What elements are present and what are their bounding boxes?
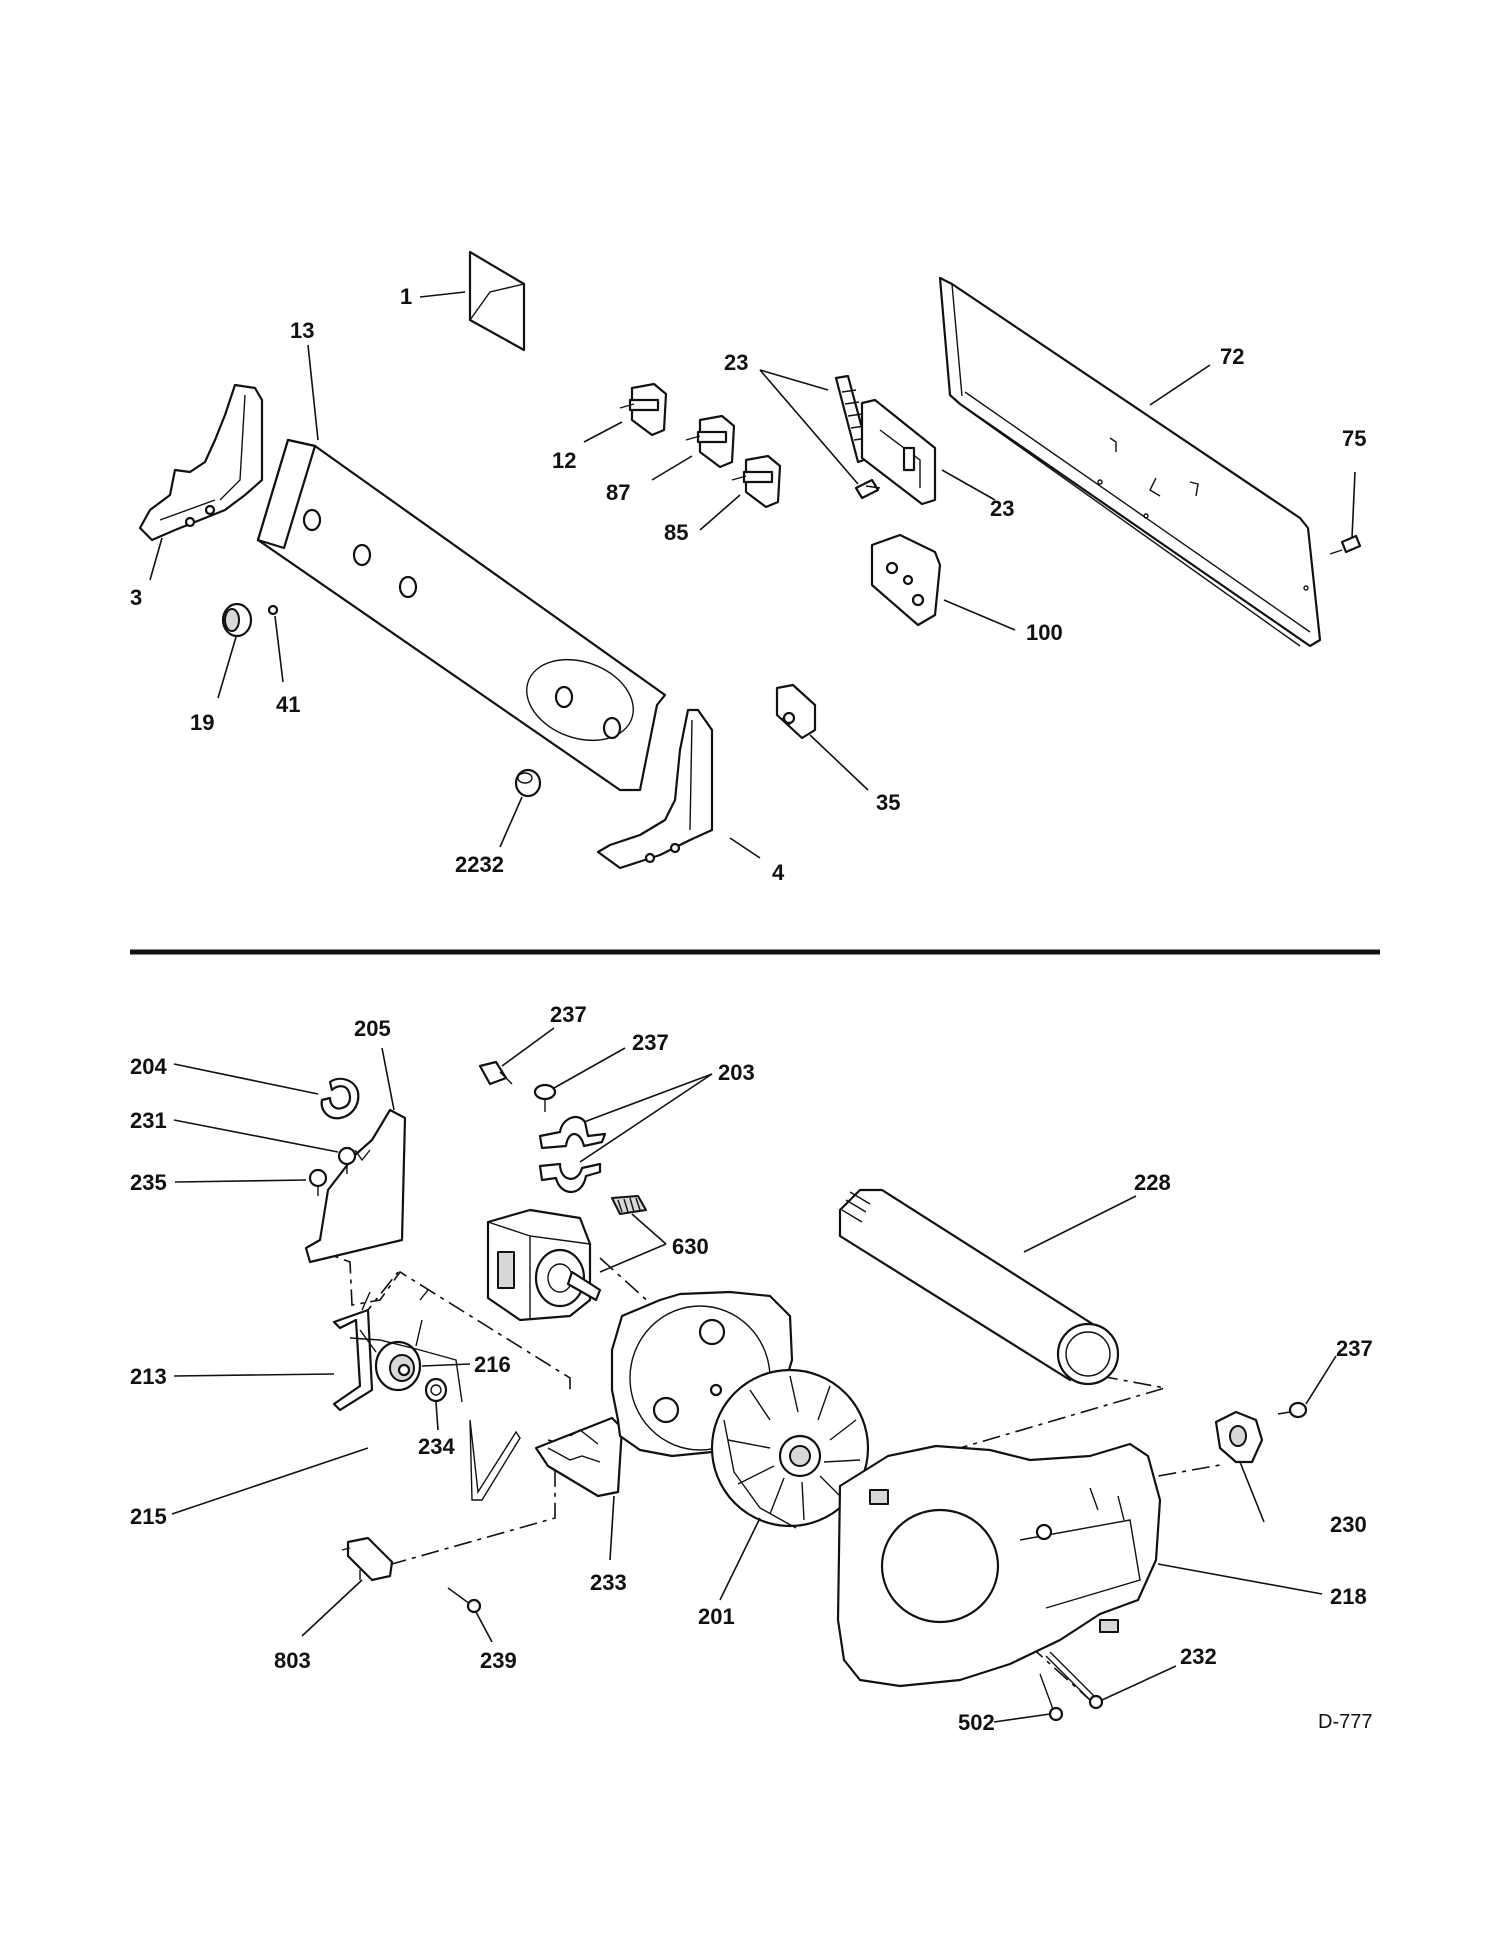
part-215-idler-rod [349, 1337, 521, 1501]
diagram-code: D-777 [1318, 1711, 1372, 1733]
label-228: 228 [1134, 1170, 1171, 1195]
part-228-exhaust-duct [838, 1188, 1120, 1386]
part-630-connector [611, 1195, 647, 1215]
part-235-screw [308, 1168, 328, 1196]
label-13: 13 [290, 318, 314, 343]
motor [486, 1208, 602, 1322]
part-12-switch [619, 382, 668, 437]
part-203-mount-clamp-upper [538, 1115, 607, 1150]
part-85-switch [731, 454, 782, 509]
part-234-pulley-nut [424, 1377, 448, 1403]
part-237-screw-middle [533, 1083, 557, 1112]
part-23-screw [854, 478, 881, 500]
label-1: 1 [400, 284, 412, 309]
part-201-blower-wheel [710, 1368, 870, 1529]
part-72-rear-panel [938, 276, 1322, 648]
label-237-middle: 237 [632, 1030, 669, 1055]
part-4-right-endcap [596, 708, 714, 870]
label-239: 239 [480, 1648, 517, 1673]
label-216: 216 [474, 1352, 511, 1377]
part-233-blower-base [534, 1416, 624, 1498]
label-205: 205 [354, 1016, 391, 1041]
part-213-idler-arm [332, 1289, 429, 1412]
label-41: 41 [276, 692, 300, 717]
part-3-left-endcap [138, 383, 264, 542]
label-19: 19 [190, 710, 214, 735]
label-218: 218 [1330, 1584, 1367, 1609]
label-85: 85 [664, 520, 688, 545]
label-23-upper: 23 [724, 350, 748, 375]
part-239-screw [447, 1587, 482, 1614]
part-204-clamp [320, 1077, 360, 1120]
label-215: 215 [130, 1504, 167, 1529]
part-19-knob [221, 602, 253, 638]
label-4: 4 [772, 860, 785, 885]
part-216-idler-pulley [359, 1319, 423, 1392]
part-203-mount-clamp-lower [538, 1162, 602, 1194]
part-41-spring-clip [267, 604, 279, 616]
bottom-leader-lines [171, 1027, 1337, 1723]
part-237-screw-right [1277, 1401, 1308, 1419]
label-630: 630 [672, 1234, 709, 1259]
part-2232-button [514, 768, 542, 798]
label-237-upper: 237 [550, 1002, 587, 1027]
label-72: 72 [1220, 344, 1244, 369]
label-233: 233 [590, 1570, 627, 1595]
part-803-switch [341, 1536, 394, 1582]
label-234: 234 [418, 1434, 455, 1459]
label-232: 232 [1180, 1644, 1217, 1669]
label-803: 803 [274, 1648, 311, 1673]
label-2232: 2232 [455, 852, 504, 877]
label-213: 213 [130, 1364, 167, 1389]
label-235: 235 [130, 1170, 167, 1195]
part-1-instruction-sheet [468, 250, 526, 352]
label-230: 230 [1330, 1512, 1367, 1537]
label-231: 231 [130, 1108, 167, 1133]
part-75-screw [1329, 534, 1362, 555]
part-35-door-switch [775, 683, 817, 740]
label-201: 201 [698, 1604, 735, 1629]
label-23-lower: 23 [990, 496, 1014, 521]
label-87: 87 [606, 480, 630, 505]
label-237-right: 237 [1336, 1336, 1373, 1361]
label-204: 204 [130, 1054, 167, 1079]
part-232-long-screw [1045, 1651, 1104, 1710]
part-231-screw [337, 1146, 357, 1174]
label-35: 35 [876, 790, 900, 815]
label-100: 100 [1026, 620, 1063, 645]
part-502-screw [1039, 1673, 1064, 1722]
part-230-thermostat [1214, 1410, 1264, 1464]
label-75: 75 [1342, 426, 1366, 451]
part-218-blower-housing [836, 1442, 1162, 1688]
part-13-control-panel [256, 438, 667, 792]
label-203: 203 [718, 1060, 755, 1085]
label-502: 502 [958, 1710, 995, 1735]
part-237-screw-upper [478, 1060, 513, 1086]
part-205-bracket [304, 1108, 407, 1264]
label-12: 12 [552, 448, 576, 473]
part-23-circuit-board [860, 398, 937, 506]
label-3: 3 [130, 585, 142, 610]
part-100-timer [870, 533, 942, 627]
top-leader-lines [149, 291, 1356, 859]
part-87-switch [685, 414, 736, 469]
